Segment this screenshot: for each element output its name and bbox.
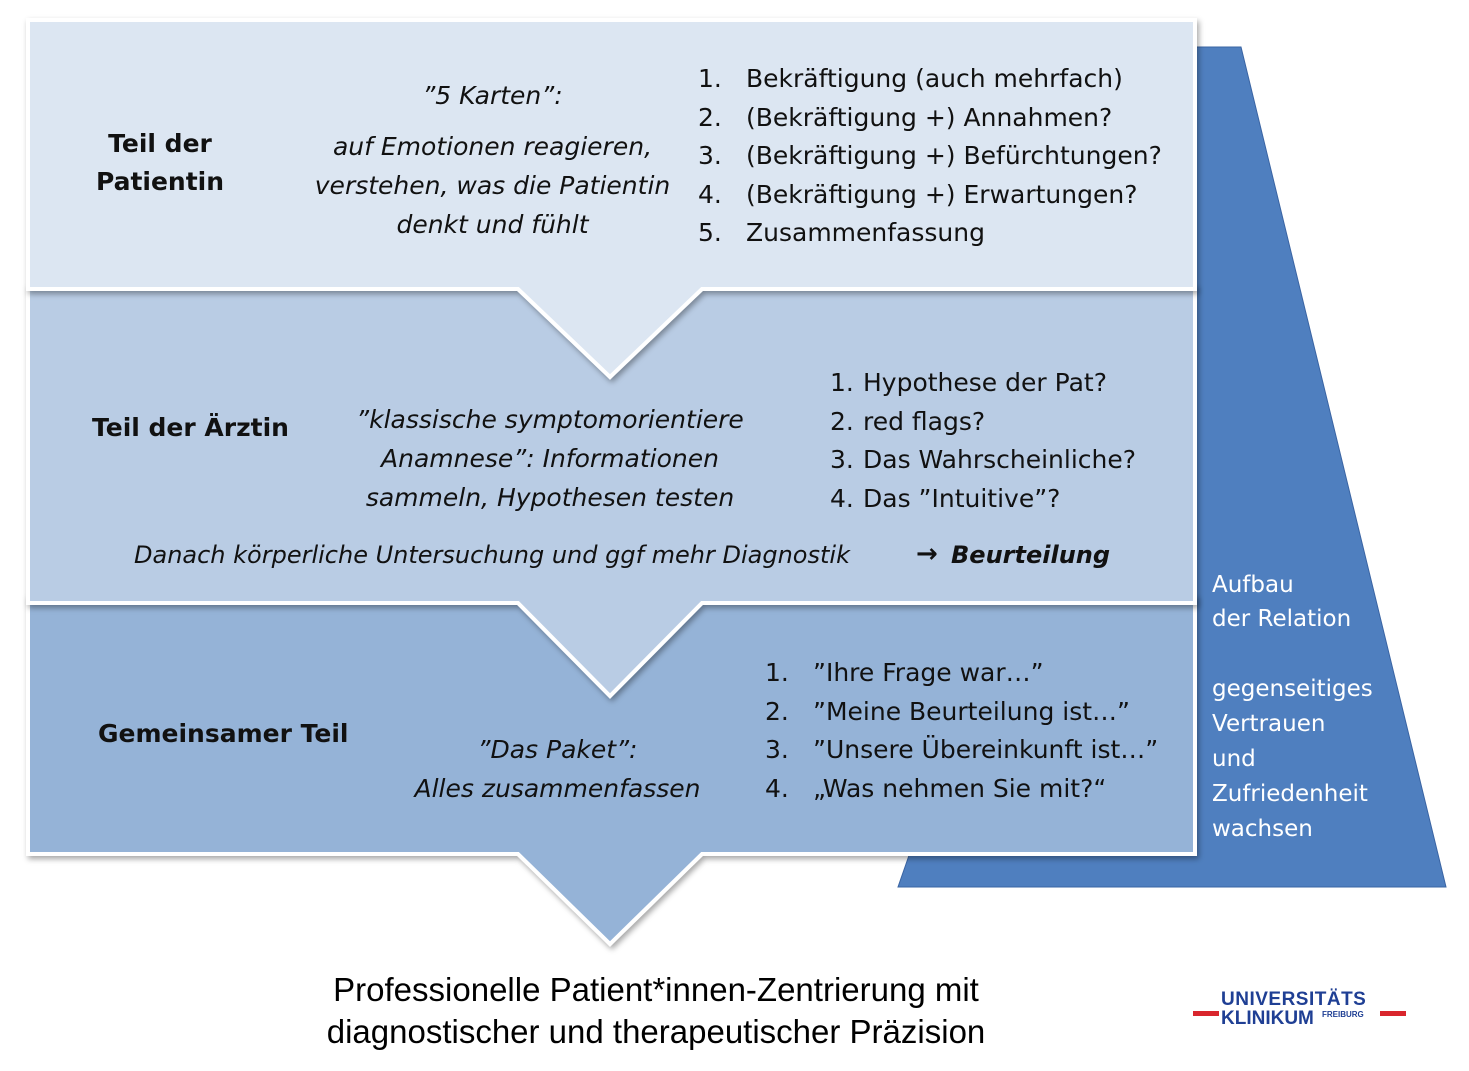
list-item: 3.Das Wahrscheinliche? [830, 445, 1137, 474]
caption: Professionelle Patient*innen-Zentrierung… [326, 971, 986, 1050]
band-patient [26, 18, 1197, 380]
list-item: 2.red flags? [830, 406, 986, 436]
band-doctor [26, 285, 1197, 699]
list-item: 3.”Unsere Übereinkunft ist…” [765, 735, 1159, 764]
list-item: 2.”Meine Beurteilung ist…” [765, 696, 1130, 726]
section-doctor-list: 1.Hypothese der Pat? 2.red flags? 3.Das … [830, 368, 1136, 522]
arrow-right-icon: → [916, 539, 938, 569]
side-panel-text: gegenseitiges Vertrauen und Zufriedenhei… [1212, 676, 1373, 842]
logo-bar-right [1380, 1011, 1406, 1016]
list-item: 1.Hypothese der Pat? [830, 368, 1107, 397]
logo-text-bottom: KLINIKUM [1221, 1008, 1314, 1029]
section-shared-description: ”Das Paket”: Alles zusammenfassen [414, 735, 701, 803]
list-item: 3.(Bekräftigung +) Befürchtungen? [698, 141, 1162, 170]
section-shared-label: Gemeinsamer Teil [98, 719, 349, 748]
section-shared-list: 1.”Ihre Frage war…” 2.”Meine Beurteilung… [765, 658, 1158, 812]
section-patient-list: 1.Bekräftigung (auch mehrfach) 2.(Bekräf… [698, 64, 1162, 257]
section-patient-description: ”5 Karten”: auf Emotionen reagieren, ver… [314, 81, 671, 239]
list-item: 5.Zusammenfassung [698, 218, 985, 247]
list-item: 4.Das ”Intuitive”? [830, 483, 1061, 513]
section-doctor-footer: Danach körperliche Untersuchung und ggf … [134, 541, 850, 569]
band-shared [26, 595, 1197, 947]
list-item: 1.”Ihre Frage war…” [765, 658, 1044, 687]
list-item: 4.(Bekräftigung +) Erwartungen? [698, 179, 1138, 209]
section-patient-label: Teil der Patientin [95, 129, 225, 196]
list-item: 2.(Bekräftigung +) Annahmen? [698, 102, 1113, 132]
side-panel-heading: Aufbau der Relation [1212, 572, 1352, 632]
logo-text-small: FREIBURG [1322, 1010, 1364, 1019]
section-doctor-result: Beurteilung [951, 541, 1111, 569]
logo-text-top: UNIVERSITÄTS [1221, 989, 1367, 1010]
list-item: 1.Bekräftigung (auch mehrfach) [698, 64, 1123, 93]
section-doctor-label: Teil der Ärztin [92, 413, 289, 442]
section-doctor-description: ”klassische symptomorientiere Anamnese”:… [356, 405, 744, 512]
logo-bar-left [1193, 1011, 1219, 1016]
list-item: 4.„Was nehmen Sie mit?“ [765, 773, 1107, 803]
